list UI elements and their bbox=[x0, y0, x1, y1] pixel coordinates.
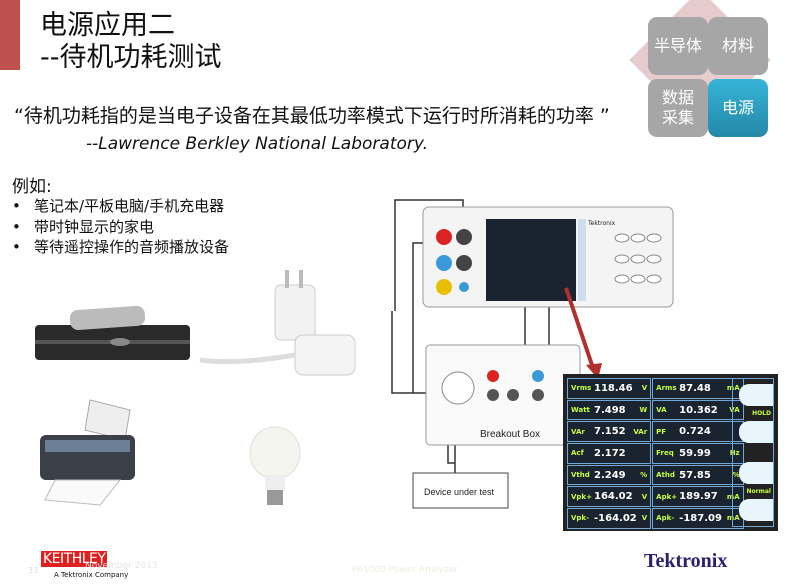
reading-unit: V bbox=[641, 514, 648, 523]
reading-unit: % bbox=[640, 471, 648, 480]
softkey-panel: HOLD Normal bbox=[732, 378, 774, 527]
dut-label: Device under test bbox=[424, 487, 495, 497]
reading-value: 59.99 bbox=[679, 447, 711, 459]
hold-label: HOLD bbox=[752, 410, 771, 418]
quote: “待机功耗指的是当电子设备在其最低功率模式下运行时所消耗的功率 ” bbox=[14, 105, 610, 127]
slide-title: 电源应用二 --待机功耗测试 bbox=[40, 10, 222, 74]
reading-label: Vrms bbox=[571, 384, 592, 393]
reading-label: Arms bbox=[656, 384, 677, 393]
keithley-logo: KEITHLEY bbox=[41, 551, 108, 567]
keithley-subtitle: A Tektronix Company bbox=[54, 571, 129, 579]
tile-label: 材料 bbox=[721, 36, 754, 55]
reading-value: 87.48 bbox=[679, 382, 711, 394]
reading-cell: VA 10.362 VA bbox=[652, 399, 744, 421]
footer-title: PA1000 Power Analyzer bbox=[352, 565, 459, 575]
reading-unit: VAr bbox=[633, 427, 648, 436]
reading-value: 7.498 bbox=[594, 404, 626, 416]
reading-value: 189.97 bbox=[679, 491, 718, 503]
light-bulb-image bbox=[249, 426, 301, 505]
set-top-box-image bbox=[35, 305, 190, 360]
reading-value: 2.172 bbox=[594, 447, 626, 459]
list-item: 带时钟显示的家电 bbox=[12, 217, 229, 238]
reading-cell: Vpk- -164.02 V bbox=[567, 508, 652, 529]
reading-label: Athd bbox=[656, 471, 675, 480]
reading-label: Acf bbox=[571, 449, 584, 458]
examples-list: 笔记本/平板电脑/手机充电器 带时钟显示的家电 等待遥控操作的音频播放设备 bbox=[12, 196, 229, 258]
reading-cell: Freq 59.99 Hz bbox=[652, 443, 744, 464]
tile-label: 电源 bbox=[721, 98, 754, 117]
reading-cell: Apk+189.97 mA bbox=[652, 486, 744, 508]
reading-label: Vthd bbox=[571, 471, 590, 480]
softkey-down-2[interactable] bbox=[739, 498, 773, 521]
reading-label: Apk- bbox=[656, 514, 675, 523]
reading-cell: Watt 7.498 W bbox=[567, 399, 652, 421]
reading-value: 0.724 bbox=[679, 426, 711, 438]
reading-value: 118.46 bbox=[594, 382, 633, 394]
printer-image bbox=[40, 399, 135, 506]
nav-tile-data-acquisition[interactable]: 数据采集 bbox=[648, 79, 708, 137]
breakout-box-label: Breakout Box bbox=[480, 429, 540, 440]
reading-label: Freq bbox=[656, 449, 674, 458]
nav-tile-power[interactable]: 电源 bbox=[708, 79, 768, 137]
reading-label: Watt bbox=[571, 406, 590, 415]
reading-value: -187.09 bbox=[679, 512, 722, 524]
reading-value: 57.85 bbox=[679, 469, 711, 481]
reading-label: PF bbox=[656, 427, 667, 436]
reading-cell: Apk- -187.09 mA bbox=[652, 508, 744, 529]
reading-label: Vpk+ bbox=[571, 492, 592, 501]
footer-date: November 2013 bbox=[85, 561, 158, 571]
examples-label: 例如: bbox=[12, 177, 52, 197]
reading-unit: V bbox=[641, 384, 648, 393]
title-line-2: --待机功耗测试 bbox=[40, 42, 222, 73]
connection-diagram: Tektronix Breakout Box Device under test bbox=[391, 199, 674, 509]
tile-label-2: 采集 bbox=[661, 108, 694, 127]
reading-cell: Vthd 2.249% bbox=[567, 464, 652, 486]
reading-value: 7.152 bbox=[594, 426, 626, 438]
reading-value: -164.02 bbox=[594, 512, 637, 524]
attribution: --Lawrence Berkley National Laboratory. bbox=[86, 134, 429, 154]
reading-cell: PF 0.724 bbox=[652, 421, 744, 443]
tile-label: 半导体 bbox=[653, 36, 702, 55]
nav-tile-materials[interactable]: 材料 bbox=[708, 17, 768, 75]
reading-cell: Vpk+164.02 V bbox=[567, 486, 652, 508]
normal-label: Normal bbox=[746, 487, 771, 495]
reading-unit: mA bbox=[726, 384, 740, 393]
page-number: 33 bbox=[28, 566, 39, 575]
reading-cell: Athd 57.85% bbox=[652, 464, 744, 486]
reading-unit: VA bbox=[729, 406, 740, 415]
tektronix-logo: Tektronix bbox=[644, 550, 728, 572]
phone-charger-image bbox=[199, 270, 356, 376]
title-line-1: 电源应用二 bbox=[40, 10, 175, 41]
softkey-up-1[interactable] bbox=[739, 384, 773, 407]
reading-value: 10.362 bbox=[679, 404, 718, 416]
reading-unit: mA bbox=[726, 492, 740, 501]
reading-unit: W bbox=[639, 406, 648, 415]
list-item: 等待遥控操作的音频播放设备 bbox=[12, 237, 229, 258]
softkey-up-2[interactable] bbox=[739, 421, 773, 444]
reading-label: Apk+ bbox=[656, 492, 678, 501]
softkey-down-1[interactable] bbox=[739, 461, 773, 484]
reading-unit: % bbox=[732, 471, 740, 480]
reading-label: VAr bbox=[571, 427, 585, 436]
reading-unit: Hz bbox=[729, 449, 740, 458]
tile-label-1: 数据 bbox=[661, 88, 694, 107]
reading-value: 164.02 bbox=[594, 491, 633, 503]
reading-value: 2.249 bbox=[594, 469, 626, 481]
list-item: 笔记本/平板电脑/手机充电器 bbox=[12, 196, 229, 217]
reading-cell: VAr 7.152 VAr bbox=[567, 421, 652, 443]
instrument-brand: Tektronix bbox=[587, 220, 616, 227]
reading-unit: mA bbox=[726, 514, 740, 523]
reading-label: Vpk- bbox=[571, 514, 589, 523]
reading-cell: Acf 2.172 bbox=[567, 443, 652, 464]
tile-label: 数据采集 bbox=[662, 88, 694, 128]
nav-tile-semiconductor[interactable]: 半导体 bbox=[648, 17, 708, 75]
reading-unit: V bbox=[641, 492, 648, 501]
reading-label: VA bbox=[656, 406, 667, 415]
accent-bar bbox=[0, 0, 20, 70]
